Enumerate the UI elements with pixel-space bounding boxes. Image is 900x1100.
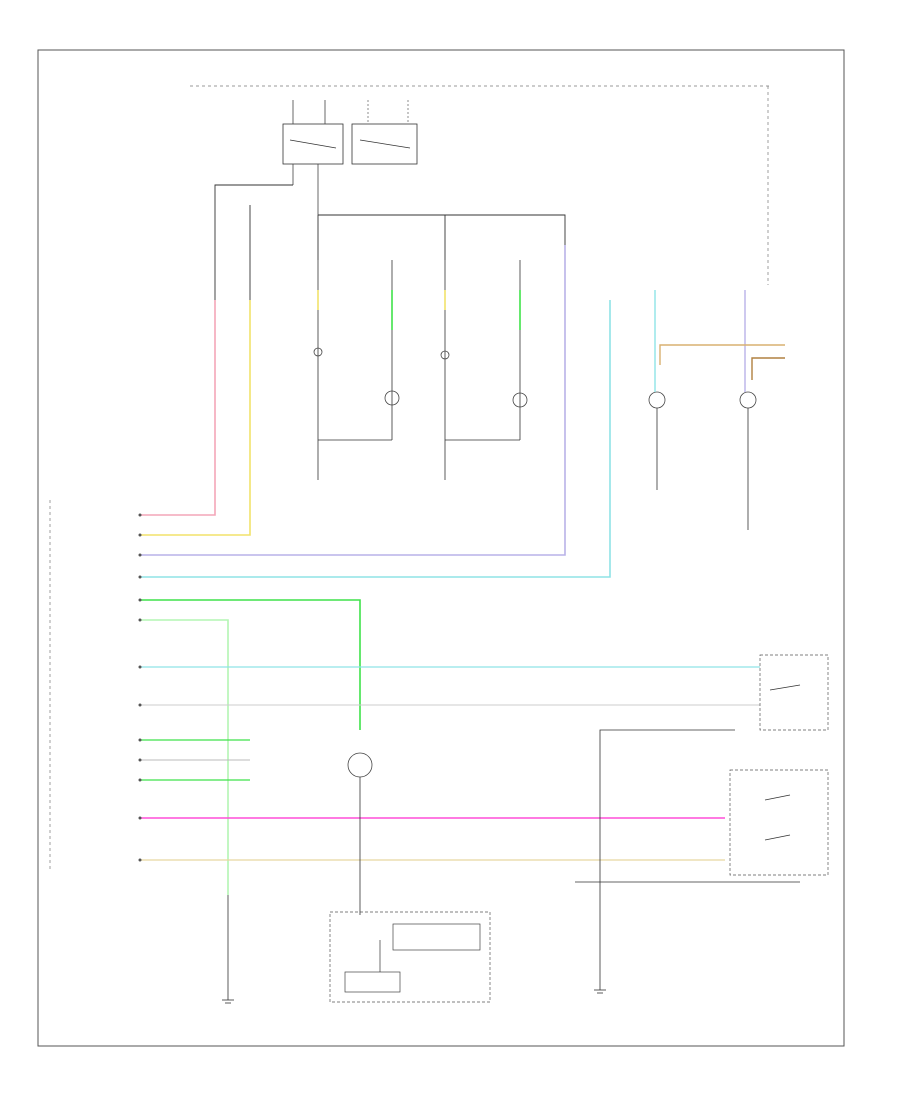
left-fog-lamp bbox=[313, 347, 400, 406]
right-headlamp bbox=[739, 391, 757, 530]
pink-wire bbox=[140, 300, 216, 516]
fog-switch bbox=[729, 769, 829, 876]
lavender-wire bbox=[140, 245, 566, 556]
diagram-frame bbox=[37, 49, 845, 1047]
cyan-wire bbox=[140, 300, 611, 578]
lower-right-ground bbox=[594, 989, 606, 994]
instrument-cluster bbox=[329, 911, 491, 1003]
left-headlamp bbox=[648, 391, 666, 490]
fog-colored-segments bbox=[317, 290, 521, 330]
relay-feed-wires bbox=[214, 184, 566, 300]
relay-block bbox=[282, 100, 418, 215]
light-green-wire bbox=[140, 619, 229, 895]
yellow-wire bbox=[140, 300, 251, 536]
lower-left-ground bbox=[222, 895, 234, 1004]
harness-wires bbox=[140, 245, 760, 895]
right-fog-lamp bbox=[440, 350, 528, 408]
headlamp-switch bbox=[759, 654, 829, 731]
headlamp-feed-wires bbox=[654, 290, 785, 392]
module-pins bbox=[138, 513, 142, 862]
high-beam-indicator bbox=[347, 752, 373, 915]
switch-ground-wire bbox=[599, 729, 735, 990]
green-wire bbox=[140, 599, 361, 730]
fog-lamp-circuits bbox=[317, 260, 521, 480]
